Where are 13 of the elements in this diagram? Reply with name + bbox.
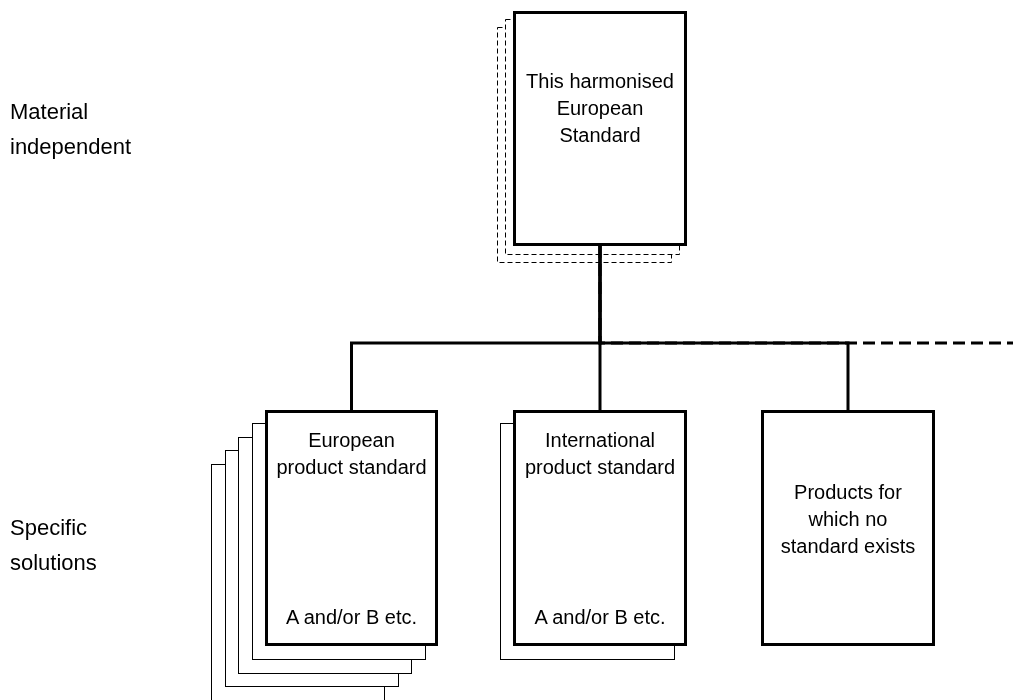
box-text: A and/or B etc. — [285, 605, 418, 630]
standard-box — [513, 410, 687, 646]
standard-box — [761, 410, 935, 646]
box-text: Products for which no standard exists — [779, 479, 917, 559]
level-label: Specific solutions — [10, 514, 98, 577]
level-label: Material independent — [10, 98, 133, 161]
box-text: A and/or B etc. — [534, 605, 666, 630]
standard-box — [265, 410, 438, 646]
box-text: International product standard — [524, 428, 676, 480]
standard-box — [513, 11, 687, 246]
box-text: This harmonised European Standard — [525, 69, 675, 148]
box-text: European product standard — [276, 428, 427, 480]
connector-line — [598, 246, 850, 410]
